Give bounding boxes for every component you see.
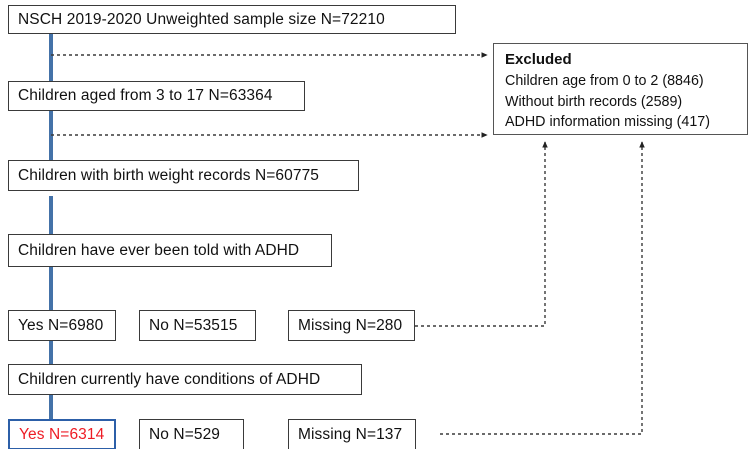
excluded-reason: Children age from 0 to 2 (8846) [505,73,704,90]
node-current-missing[interactable]: Missing N=137 [288,419,416,449]
node-ever-no[interactable]: No N=53515 [139,310,256,341]
flow-spine-segment [49,33,53,91]
flow-spine-segment [49,110,53,175]
node-source[interactable]: NSCH 2019-2020 Unweighted sample size N=… [8,5,456,34]
node-birth-weight-records[interactable]: Children with birth weight records N=607… [8,160,359,191]
node-ever-told-adhd[interactable]: Children have ever been told with ADHD [8,234,332,267]
link-missing137-to-excluded [440,141,645,435]
node-age-filter[interactable]: Children aged from 3 to 17 N=63364 [8,81,305,111]
flow-spine-segment [49,266,53,310]
flow-spine-segment [49,196,53,235]
excluded-reason: ADHD information missing (417) [505,113,710,130]
excluded-title: Excluded [505,51,572,68]
node-ever-yes[interactable]: Yes N=6980 [8,310,116,341]
link-missing280-to-excluded [415,141,548,327]
flow-spine-segment [49,393,53,420]
flow-spine-segment [49,341,53,365]
node-ever-missing[interactable]: Missing N=280 [288,310,415,341]
node-current-adhd[interactable]: Children currently have conditions of AD… [8,364,362,395]
node-excluded[interactable]: Excluded Children age from 0 to 2 (8846)… [493,43,748,135]
node-current-no[interactable]: No N=529 [139,419,244,449]
node-current-yes[interactable]: Yes N=6314 [8,419,116,449]
excluded-reason: Without birth records (2589) [505,93,683,110]
